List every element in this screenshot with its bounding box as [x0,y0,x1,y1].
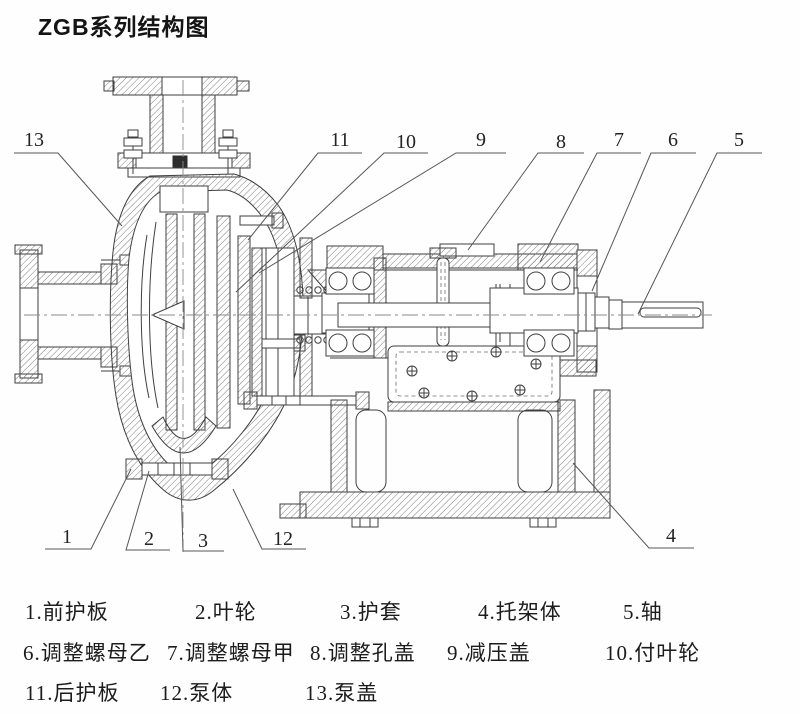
bracket-base [243,389,611,528]
callout-12: 12 [273,528,293,550]
legend-item-6: 6.调整螺母乙 [23,641,151,665]
legend-item-10: 10.付叶轮 [605,641,701,665]
legend-item-9: 9.减压盖 [447,641,531,665]
discharge-flange [103,76,251,178]
callouts: 13 11 10 9 8 7 6 5 1 2 3 12 4 [24,129,744,552]
callout-2: 2 [144,528,154,550]
centerlines [24,80,712,552]
page-title: ZGB系列结构图 [38,14,210,40]
callout-13: 13 [24,129,44,151]
callout-9: 9 [476,129,486,151]
callout-6: 6 [668,129,678,151]
legend-item-13: 13.泵盖 [305,681,379,705]
bearing-housing [326,243,598,412]
callout-10: 10 [396,131,416,153]
callout-5: 5 [734,129,744,151]
legend-item-8: 8.调整孔盖 [310,641,416,665]
legend-item-5: 5.轴 [623,600,663,624]
legend-item-1: 1.前护板 [25,600,109,624]
callout-7: 7 [614,129,624,151]
legend-item-7: 7.调整螺母甲 [167,641,295,665]
legend-item-4: 4.托架体 [478,600,562,624]
leader-lines [14,152,762,552]
bearings [325,267,575,357]
legend-item-11: 11.后护板 [25,681,120,705]
legend-item-3: 3.护套 [340,600,402,624]
callout-3: 3 [198,530,208,552]
legend-item-12: 12.泵体 [160,681,234,705]
callout-11: 11 [330,129,349,151]
callout-8: 8 [556,131,566,153]
legend-item-2: 2.叶轮 [195,600,257,624]
callout-4: 4 [666,525,676,547]
cover-bolt-icon [406,346,542,402]
callout-1: 1 [62,526,72,548]
